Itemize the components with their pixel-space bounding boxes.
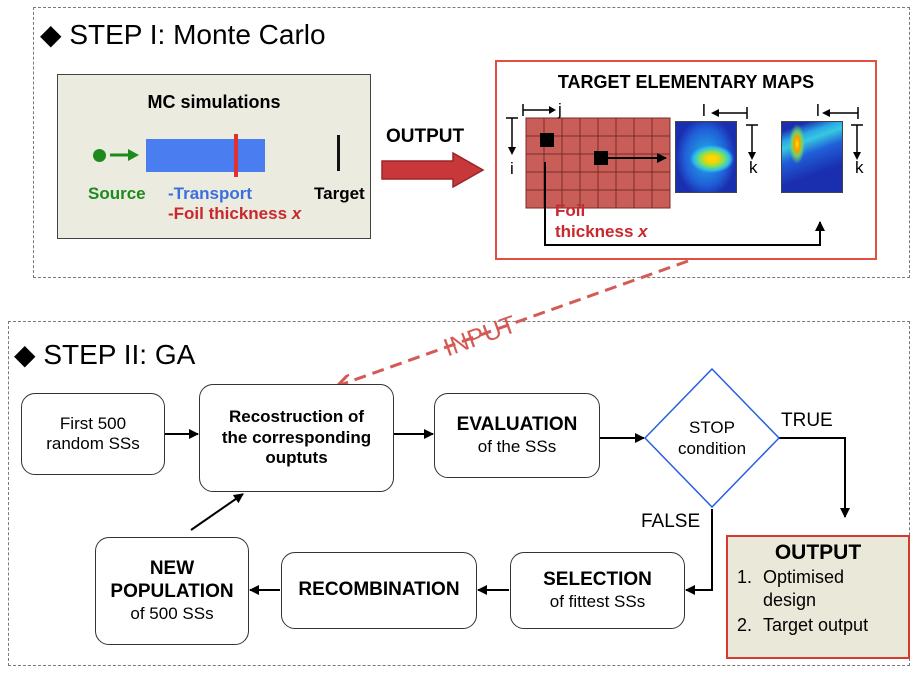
selection-box: SELECTION of fittest SSs [510, 552, 685, 629]
evaluation-box: EVALUATION of the SSs [434, 393, 600, 478]
stop-line1: STOP [689, 418, 735, 437]
axis-j-arrow-icon [521, 103, 557, 117]
newpop-sub: of 500 SSs [130, 603, 214, 623]
output-item-1-text: Optimised design [763, 567, 845, 611]
selection-title: SELECTION [543, 568, 652, 590]
selection-sub: of fittest SSs [549, 591, 646, 611]
target-line-icon [337, 135, 340, 171]
map2-axis-l-arrow-icon [820, 106, 860, 120]
foil-thickness-label-text: -Foil thickness [168, 204, 292, 223]
elementary-map-1 [675, 121, 737, 193]
reconstruction-box: Recostruction of the corresponding ouptu… [199, 384, 394, 492]
axis-j-label: j [558, 100, 562, 119]
elementary-map-2 [781, 121, 843, 193]
source-dot-icon [93, 149, 106, 162]
output-box [726, 535, 910, 659]
diamond-bullet-icon: ◆ [14, 339, 36, 370]
newpop-line1: NEW [149, 558, 195, 579]
selected-cell-marker [540, 133, 554, 147]
step2-section [8, 321, 910, 666]
false-label: FALSE [641, 511, 701, 532]
evaluation-sub: of the SSs [477, 436, 557, 456]
stop-condition-diamond [643, 367, 781, 509]
step1-section [33, 7, 910, 278]
map1-axis-l-label: l [702, 101, 706, 120]
true-label: TRUE [781, 410, 833, 431]
diamond-bullet-icon: ◆ [40, 19, 62, 50]
source-label: Source [88, 184, 146, 203]
recombination-box: RECOMBINATION [281, 552, 477, 629]
recon-line1: Recostruction of [228, 407, 365, 427]
step1-title: ◆ STEP I: Monte Carlo [40, 18, 326, 51]
target-maps-title: TARGET ELEMENTARY MAPS [557, 72, 815, 92]
map2-axis-l-label: l [816, 101, 820, 120]
output-title: OUTPUT [774, 541, 862, 564]
output-item-1: 1.Optimised design [737, 566, 873, 612]
new-population-box: NEW POPULATION of 500 SSs [95, 537, 249, 645]
step2-title-text: STEP II: GA [43, 339, 196, 370]
foil-note-line2-text: thickness [555, 222, 639, 242]
foil-thickness-note: Foil thickness x [555, 200, 648, 243]
evaluation-title: EVALUATION [456, 413, 578, 435]
output-item-2-text: Target output [763, 615, 869, 636]
step1-title-text: STEP I: Monte Carlo [69, 19, 326, 50]
recombination-label: RECOMBINATION [298, 579, 460, 601]
first-random-line2: random SSs [46, 434, 140, 453]
foil-line-icon [234, 134, 238, 177]
first-random-box: First 500 random SSs [21, 393, 165, 475]
foil-note-line1: Foil [555, 201, 586, 220]
output-arrow-label: OUTPUT [386, 126, 465, 147]
step2-title: ◆ STEP II: GA [14, 338, 195, 371]
grid-cell [651, 189, 671, 209]
foil-note-var: x [638, 222, 648, 242]
output-list: 1.Optimised design 2.Target output [737, 566, 873, 637]
foil-note-line2: thickness x [555, 221, 648, 242]
map1-axis-k-label: k [749, 158, 758, 177]
map1-axis-l-arrow-icon [709, 106, 749, 120]
stop-condition-label: STOP condition [660, 417, 764, 460]
transport-label: -Transport [168, 184, 253, 203]
target-label: Target [314, 184, 365, 203]
map2-axis-k-arrow-icon [850, 123, 864, 161]
foil-thickness-label: -Foil thickness x [168, 204, 301, 224]
axis-i-arrow-icon [505, 116, 519, 156]
map1-axis-k-arrow-icon [745, 123, 759, 161]
stop-line2: condition [677, 439, 747, 459]
selected-cell-marker [594, 151, 608, 165]
newpop-line2: POPULATION [110, 580, 234, 602]
map2-axis-k-label: k [855, 158, 864, 177]
recon-line3: ouptuts [265, 448, 328, 468]
mc-simulations-title: MC simulations [147, 92, 281, 112]
foil-thickness-var: x [291, 204, 302, 223]
recon-line2: the corresponding [221, 427, 372, 447]
first-random-line1: First 500 [59, 413, 127, 433]
transport-block [146, 139, 265, 172]
source-arrow-icon [110, 145, 140, 165]
axis-i-label: i [510, 159, 514, 178]
output-item-2: 2.Target output [737, 614, 873, 637]
output-arrow-icon [381, 152, 485, 188]
mc-simulations-box [57, 74, 371, 239]
